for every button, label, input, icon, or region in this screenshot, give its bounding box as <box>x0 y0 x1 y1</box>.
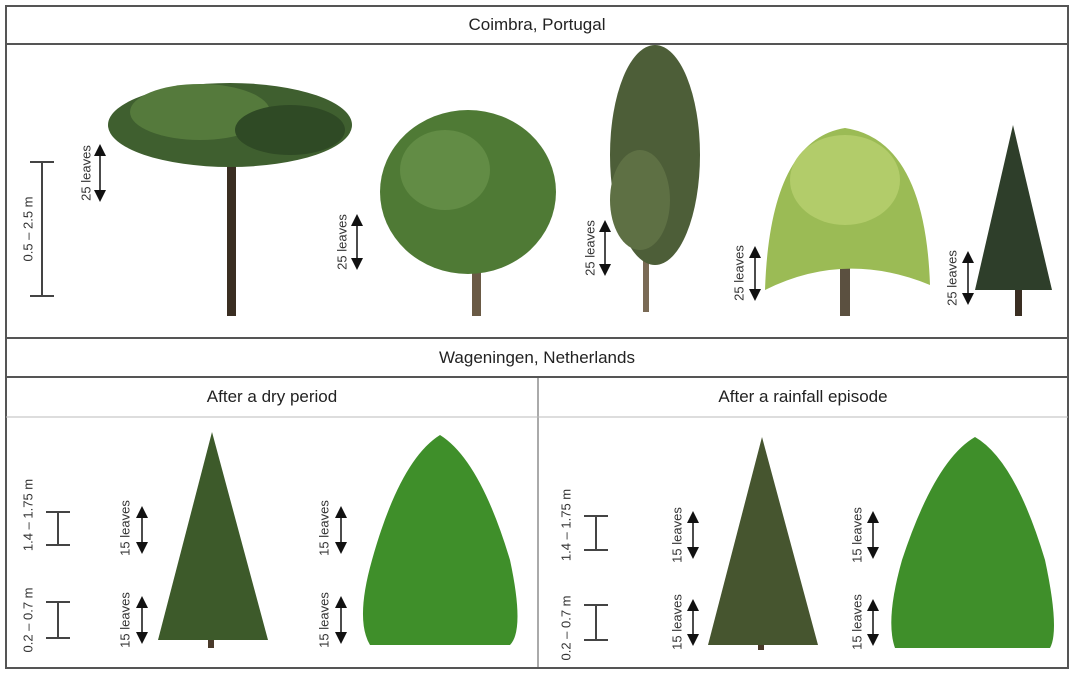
broadleaf-rain <box>891 437 1054 648</box>
conifer-tree-top <box>975 125 1052 316</box>
leaves-label: 25 leaves <box>78 145 94 201</box>
conifer-rain <box>708 437 818 650</box>
leaves-label: 15 leaves <box>117 592 133 648</box>
umbrella-pine-tree <box>108 83 352 316</box>
leaves-label: 25 leaves <box>731 245 747 301</box>
leaves-label: 15 leaves <box>669 594 685 650</box>
site-title-coimbra: Coimbra, Portugal <box>468 15 606 34</box>
scale-bars <box>30 161 608 641</box>
leaves-label: 15 leaves <box>849 594 865 650</box>
leaves-label: 15 leaves <box>669 507 685 563</box>
panel-title-dry: After a dry period <box>206 387 338 406</box>
leaves-label: 15 leaves <box>316 592 332 648</box>
willow-tree <box>765 128 930 316</box>
leaves-label: 25 leaves <box>334 214 350 270</box>
oak-tree <box>380 110 556 316</box>
frame-lines <box>5 5 1069 669</box>
height-range-label: 0.5 – 2.5 m <box>20 196 36 262</box>
upper-range-label: 1.4 – 1.75 m <box>558 488 574 562</box>
site-title-wageningen: Wageningen, Netherlands <box>439 348 635 367</box>
sampling-arrows <box>94 144 974 646</box>
leaves-label: 15 leaves <box>849 507 865 563</box>
eucalyptus-tree <box>610 45 700 312</box>
leaves-label: 25 leaves <box>944 250 960 306</box>
leaves-label: 15 leaves <box>316 500 332 556</box>
leaves-label: 25 leaves <box>582 220 598 276</box>
upper-range-label: 1.4 – 1.75 m <box>20 478 36 552</box>
lower-range-label: 0.2 – 0.7 m <box>20 587 36 653</box>
lower-range-label: 0.2 – 0.7 m <box>558 595 574 661</box>
leaves-label: 15 leaves <box>117 500 133 556</box>
broadleaf-dry <box>362 435 518 645</box>
conifer-dry <box>158 432 268 648</box>
panel-title-rain: After a rainfall episode <box>718 387 888 406</box>
